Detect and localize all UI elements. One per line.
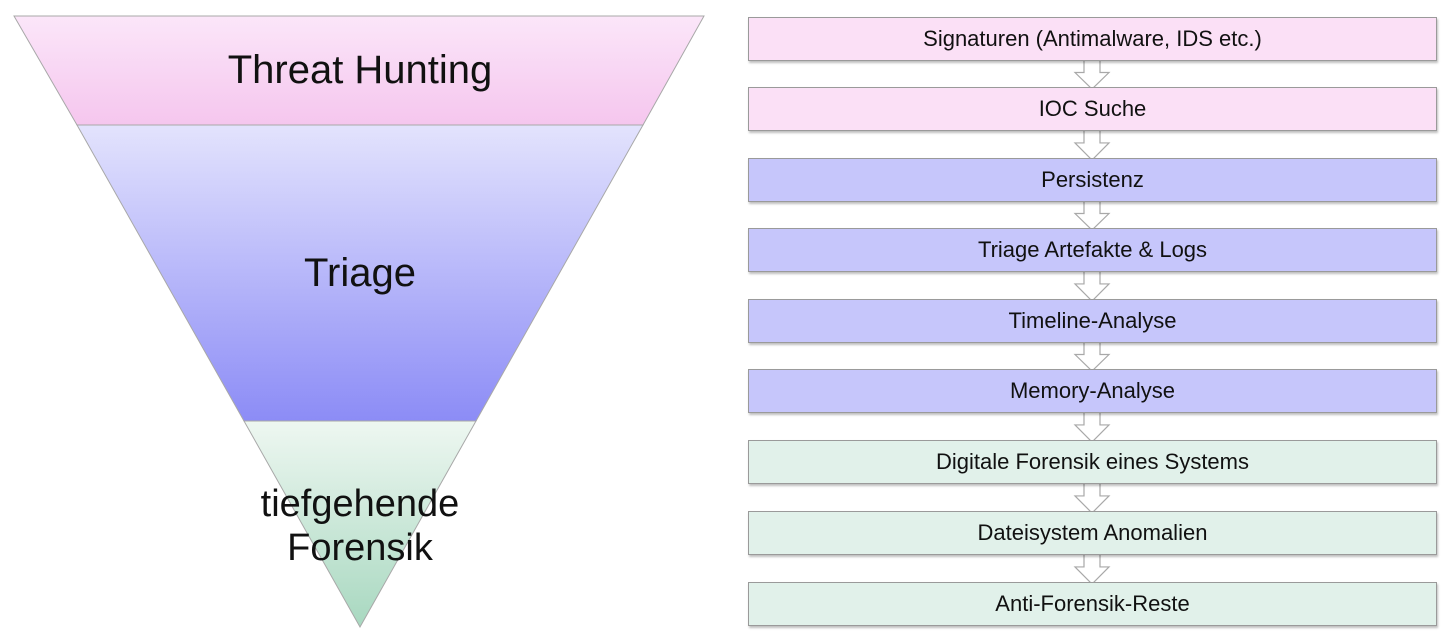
down-arrow-icon xyxy=(1073,199,1111,231)
step-memory-analyse: Memory-Analyse xyxy=(748,369,1437,413)
down-arrow-icon xyxy=(1073,340,1111,372)
down-arrow-icon xyxy=(1073,269,1111,302)
funnel-level-forensik xyxy=(243,420,477,629)
down-arrow-icon xyxy=(1073,410,1111,443)
down-arrow-icon xyxy=(1073,128,1111,161)
step-ioc-suche: IOC Suche xyxy=(748,87,1437,131)
funnel-label-threat-hunting: Threat Hunting xyxy=(228,48,493,92)
step-anti-forensik-reste: Anti-Forensik-Reste xyxy=(748,582,1437,626)
step-digitale-forensik: Digitale Forensik eines Systems xyxy=(748,440,1437,484)
down-arrow-icon xyxy=(1073,552,1111,585)
step-triage-artefakte: Triage Artefakte & Logs xyxy=(748,228,1437,272)
funnel-diagram: Threat Hunting Triage tiefgehende Forens… xyxy=(13,15,705,629)
funnel-label-forensik-line2: Forensik xyxy=(287,527,434,569)
step-dateisystem-anomalien: Dateisystem Anomalien xyxy=(748,511,1437,555)
step-signaturen: Signaturen (Antimalware, IDS etc.) xyxy=(748,17,1437,61)
down-arrow-icon xyxy=(1073,58,1111,90)
down-arrow-icon xyxy=(1073,481,1111,514)
step-persistenz: Persistenz xyxy=(748,158,1437,202)
funnel-label-triage: Triage xyxy=(304,251,416,295)
step-timeline-analyse: Timeline-Analyse xyxy=(748,299,1437,343)
funnel-label-forensik-line1: tiefgehende xyxy=(261,483,460,525)
